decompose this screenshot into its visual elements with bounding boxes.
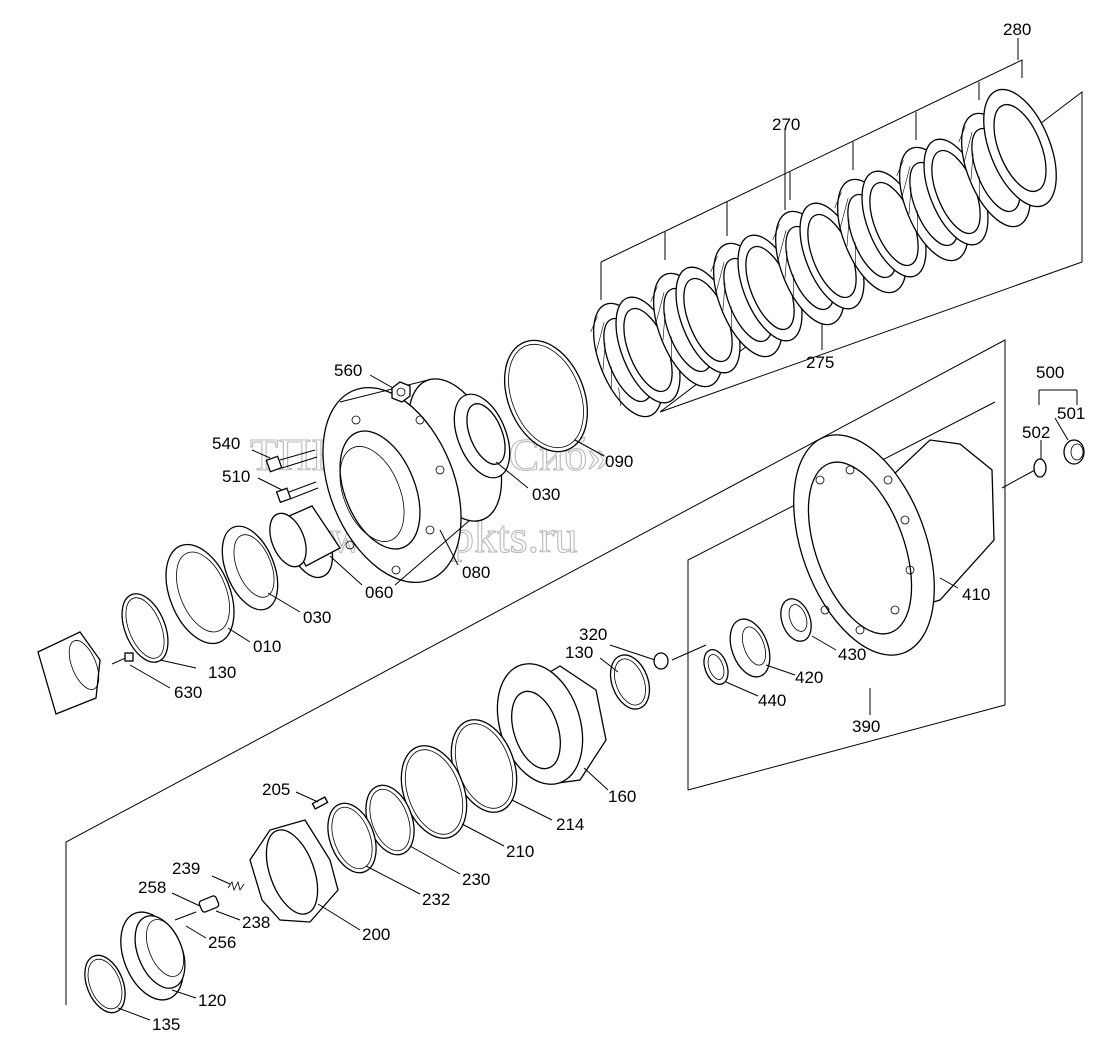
o-ring-130-right (609, 654, 651, 710)
callout-420: 420 (795, 668, 823, 687)
callout-214: 214 (556, 815, 584, 834)
o-ring-135 (84, 954, 126, 1014)
callout-200: 200 (362, 925, 390, 944)
lower-frame (65, 339, 1078, 1005)
snap-ring-440 (703, 649, 729, 685)
callout-080: 080 (462, 563, 490, 582)
bolt-510 (275, 481, 319, 504)
callout-205: 205 (262, 780, 290, 799)
bolt-540 (265, 449, 318, 473)
callout-275: 275 (806, 353, 834, 372)
piston-238 (198, 895, 220, 913)
callout-430: 430 (838, 645, 866, 664)
callout-239: 239 (172, 859, 200, 878)
leader-lines (117, 374, 1069, 1021)
callout-560: 560 (334, 361, 362, 380)
callout-090: 090 (605, 452, 633, 471)
callout-270: 270 (772, 115, 800, 134)
shaft-stub-630 (37, 631, 134, 715)
callout-280: 280 (1003, 20, 1031, 39)
clutch-discs (590, 88, 1057, 418)
callout-502: 502 (1022, 423, 1050, 442)
disc-pack-frame (600, 38, 1083, 413)
callout-130-right: 130 (565, 643, 593, 662)
piston-160 (496, 663, 607, 785)
callout-238: 238 (242, 913, 270, 932)
callout-440: 440 (758, 691, 786, 710)
callout-120: 120 (198, 991, 226, 1010)
gear-430 (780, 598, 812, 642)
spring-239 (227, 880, 245, 892)
bearing-upper (453, 393, 511, 479)
pin-256 (174, 911, 197, 921)
plug-501 (1063, 439, 1085, 465)
callout-230: 230 (462, 870, 490, 889)
callout-135: 135 (152, 1015, 180, 1034)
ring-gear-120 (120, 911, 186, 1001)
callout-060: 060 (365, 583, 393, 602)
callout-501: 501 (1057, 404, 1085, 423)
callout-258: 258 (138, 878, 166, 897)
callout-320: 320 (579, 625, 607, 644)
callout-030-lower: 030 (303, 608, 331, 627)
gear-420 (729, 618, 771, 678)
o-ring-232 (327, 802, 377, 874)
callout-130-left: 130 (208, 663, 236, 682)
washer-502 (1033, 458, 1047, 478)
callout-160: 160 (608, 787, 636, 806)
callout-410: 410 (962, 585, 990, 604)
callout-210: 210 (506, 842, 534, 861)
callout-540: 540 (212, 434, 240, 453)
seal-010 (165, 543, 235, 645)
o-ring-090 (503, 339, 589, 453)
bearing-lower (221, 525, 279, 611)
callout-510: 510 (222, 467, 250, 486)
callout-010: 010 (253, 637, 281, 656)
callout-390: 390 (852, 717, 880, 736)
o-ring-130-left (121, 593, 169, 663)
callout-labels: 280 270 275 560 540 510 090 030 500 501 … (138, 20, 1085, 1034)
outer-drum-410 (793, 434, 995, 656)
pin-205 (311, 796, 329, 810)
callout-256: 256 (208, 933, 236, 952)
callout-030-upper: 030 (532, 485, 560, 504)
bushing-060 (269, 505, 341, 579)
carrier-200 (249, 819, 339, 923)
washer-320 (653, 652, 669, 670)
callout-630: 630 (174, 683, 202, 702)
nut (391, 381, 411, 403)
callout-500: 500 (1036, 363, 1064, 382)
callout-232: 232 (422, 890, 450, 909)
